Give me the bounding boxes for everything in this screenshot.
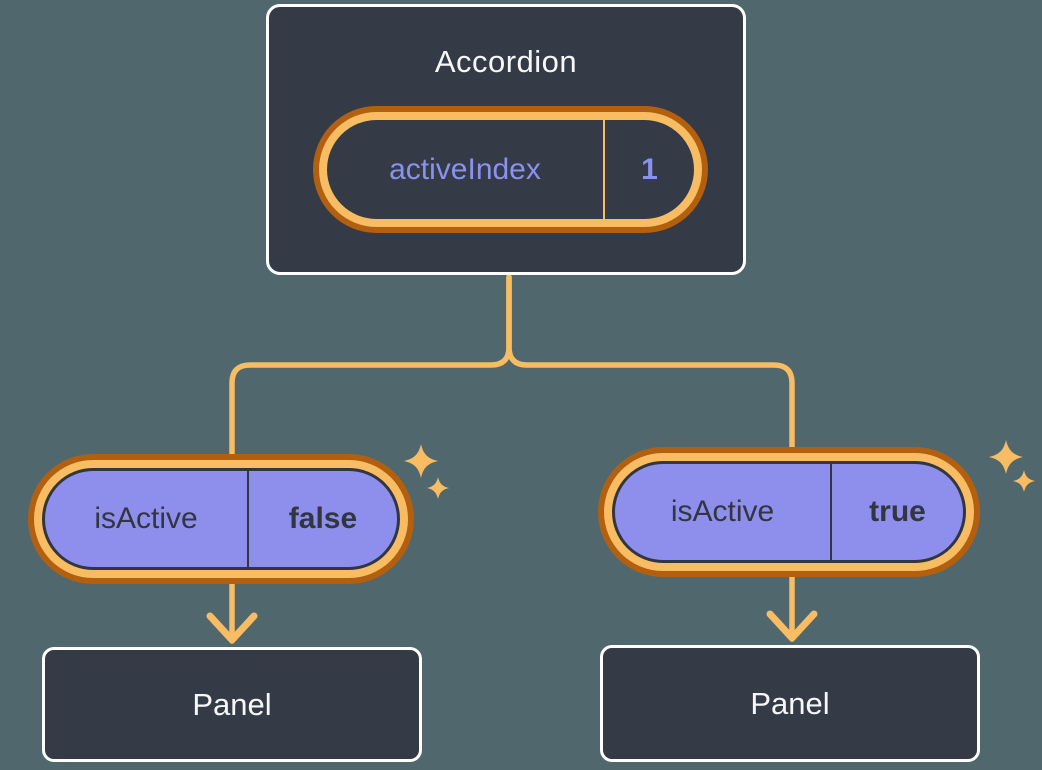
state-pill-ring: activeIndex 1	[319, 112, 702, 227]
state-pill-ring: isActive false	[34, 460, 408, 578]
sparkle-icon	[404, 444, 450, 500]
panel-label: Panel	[192, 686, 272, 722]
state-pill-ring: isActive true	[604, 453, 974, 571]
accordion-title: Accordion	[434, 44, 578, 79]
state-value: true	[830, 464, 963, 560]
state-pill-isactive-left: isActive false	[28, 454, 414, 584]
panel-card-left: Panel	[42, 647, 422, 762]
state-pill-activeindex: activeIndex 1	[313, 106, 708, 233]
state-name: isActive	[670, 495, 775, 528]
arrow-down-icon	[766, 610, 818, 642]
connector-line-right	[506, 274, 795, 642]
arrow-down-icon	[206, 612, 258, 644]
state-name: isActive	[94, 502, 198, 535]
state-value: 1	[603, 120, 694, 219]
state-value: false	[247, 471, 397, 567]
panel-label: Panel	[750, 685, 830, 721]
accordion-component-card: Accordion activeIndex 1	[266, 4, 746, 275]
state-name: activeIndex	[389, 152, 541, 186]
state-pill-isactive-right: isActive true	[598, 447, 980, 577]
sparkle-icon	[989, 440, 1036, 493]
panel-card-right: Panel	[600, 645, 980, 762]
